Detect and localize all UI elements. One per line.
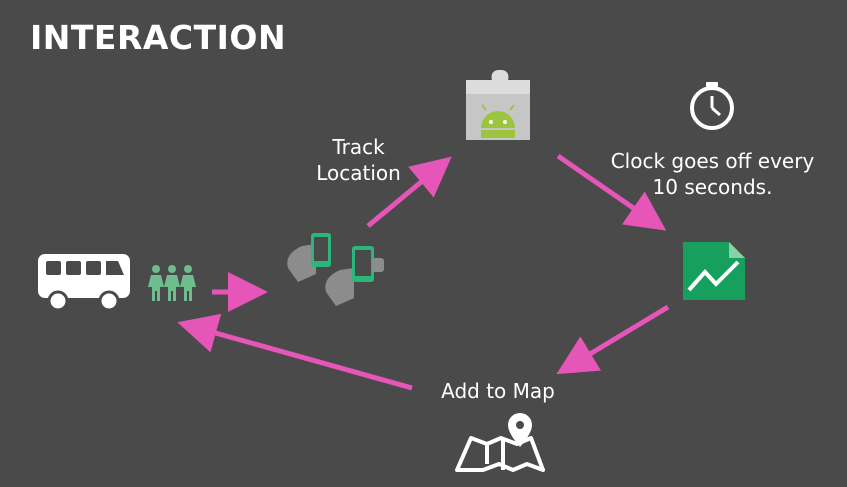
arrow-app-to-sheets xyxy=(556,153,667,231)
clock-label: Clock goes off every 10 seconds. xyxy=(590,148,835,200)
track-location-line2: Location xyxy=(316,161,401,185)
track-location-line1: Track xyxy=(332,135,385,159)
arrow-sheets-to-map xyxy=(556,304,670,375)
sheets-icon xyxy=(683,242,745,300)
arrow-phones-to-app xyxy=(366,156,452,228)
android-app-inventor-icon xyxy=(466,70,530,140)
map-pin-icon xyxy=(455,413,545,472)
clock-icon xyxy=(690,82,734,130)
track-location-label: Track Location xyxy=(296,134,421,186)
people-icon xyxy=(148,265,196,301)
arrow-map-to-bus xyxy=(177,313,413,391)
arrows xyxy=(177,153,670,391)
bus-icon xyxy=(38,254,130,312)
add-to-map-label: Add to Map xyxy=(441,379,555,403)
phones-in-hands-icon xyxy=(287,233,384,306)
slide-title: INTERACTION xyxy=(30,18,287,57)
clock-line1: Clock goes off every xyxy=(610,149,815,173)
clock-line2: 10 seconds. xyxy=(652,175,773,199)
